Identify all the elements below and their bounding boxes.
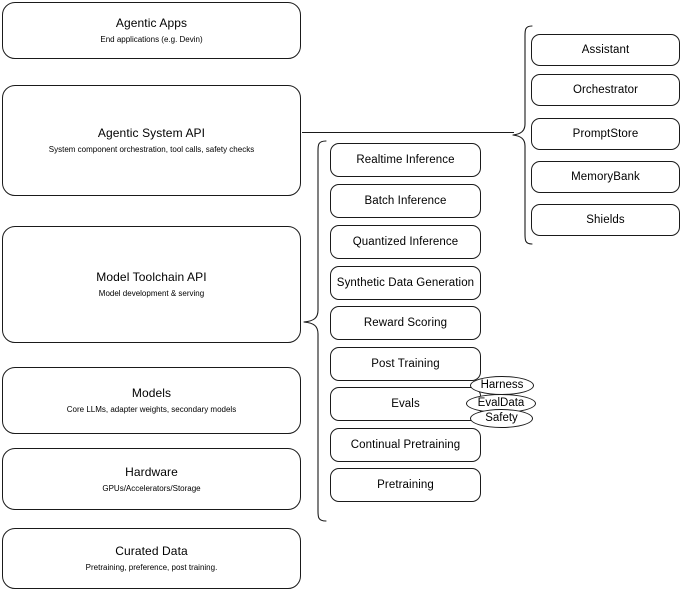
layer-subtitle: Core LLMs, adapter weights, secondary mo…: [66, 405, 237, 414]
cap-label: Realtime Inference: [356, 154, 455, 166]
cap-label: Shields: [586, 214, 625, 226]
cap-label: Reward Scoring: [363, 317, 448, 329]
cap-box-synthetic-data-generation[interactable]: Synthetic Data Generation: [330, 266, 481, 300]
cap-label: Assistant: [581, 44, 630, 56]
cap-label: Batch Inference: [364, 195, 447, 207]
cap-box-memorybank[interactable]: MemoryBank: [531, 161, 680, 193]
cap-label: Post Training: [371, 358, 440, 370]
cap-label: Continual Pretraining: [350, 439, 461, 451]
cap-label: MemoryBank: [571, 171, 640, 183]
layer-box-hardware[interactable]: Hardware GPUs/Accelerators/Storage: [2, 448, 301, 510]
layer-box-curated-data[interactable]: Curated Data Pretraining, preference, po…: [2, 528, 301, 589]
cap-box-orchestrator[interactable]: Orchestrator: [531, 74, 680, 106]
cap-label: Pretraining: [377, 479, 434, 491]
cap-box-realtime-inference[interactable]: Realtime Inference: [330, 143, 481, 177]
layer-subtitle: End applications (e.g. Devin): [100, 35, 203, 44]
layer-box-model-toolchain-api[interactable]: Model Toolchain API Model development & …: [2, 226, 301, 343]
layer-title: Models: [131, 386, 172, 400]
layer-box-models[interactable]: Models Core LLMs, adapter weights, secon…: [2, 367, 301, 434]
pill-label: EvalData: [477, 397, 525, 409]
cap-box-batch-inference[interactable]: Batch Inference: [330, 184, 481, 218]
brace-model-toolchain: [303, 140, 327, 522]
pill-harness[interactable]: Harness: [470, 376, 534, 395]
layer-title: Hardware: [125, 464, 178, 479]
layer-subtitle: System component orchestration, tool cal…: [48, 145, 255, 154]
cap-box-promptstore[interactable]: PromptStore: [531, 118, 680, 150]
brace-agentic-system: [512, 25, 533, 245]
cap-box-reward-scoring[interactable]: Reward Scoring: [330, 306, 481, 340]
layer-subtitle: Model development & serving: [98, 289, 205, 298]
layer-subtitle: Pretraining, preference, post training.: [85, 563, 218, 572]
pill-safety[interactable]: Safety: [470, 409, 533, 428]
cap-label: Synthetic Data Generation: [336, 277, 475, 289]
layer-box-agentic-apps[interactable]: Agentic Apps End applications (e.g. Devi…: [2, 2, 301, 59]
cap-label: Quantized Inference: [352, 236, 459, 248]
pill-label: Harness: [480, 379, 524, 391]
connector-agentic-system-api: [302, 132, 514, 133]
cap-box-quantized-inference[interactable]: Quantized Inference: [330, 225, 481, 259]
layer-subtitle: GPUs/Accelerators/Storage: [102, 483, 201, 493]
cap-box-evals[interactable]: Evals: [330, 387, 481, 421]
cap-label: PromptStore: [572, 128, 639, 140]
cap-box-assistant[interactable]: Assistant: [531, 34, 680, 66]
cap-box-post-training[interactable]: Post Training: [330, 347, 481, 381]
layer-title: Curated Data: [115, 544, 188, 558]
pill-label: Safety: [485, 412, 518, 424]
layer-title: Model Toolchain API: [96, 270, 207, 284]
layer-box-agentic-system-api[interactable]: Agentic System API System component orch…: [2, 85, 301, 196]
cap-box-shields[interactable]: Shields: [531, 204, 680, 236]
layer-title: Agentic System API: [97, 126, 206, 140]
pill-evaldata[interactable]: EvalData: [466, 394, 536, 413]
cap-box-continual-pretraining[interactable]: Continual Pretraining: [330, 428, 481, 462]
cap-box-pretraining[interactable]: Pretraining: [330, 468, 481, 502]
cap-label: Evals: [391, 398, 420, 410]
layer-title: Agentic Apps: [115, 16, 188, 30]
cap-label: Orchestrator: [572, 84, 639, 96]
